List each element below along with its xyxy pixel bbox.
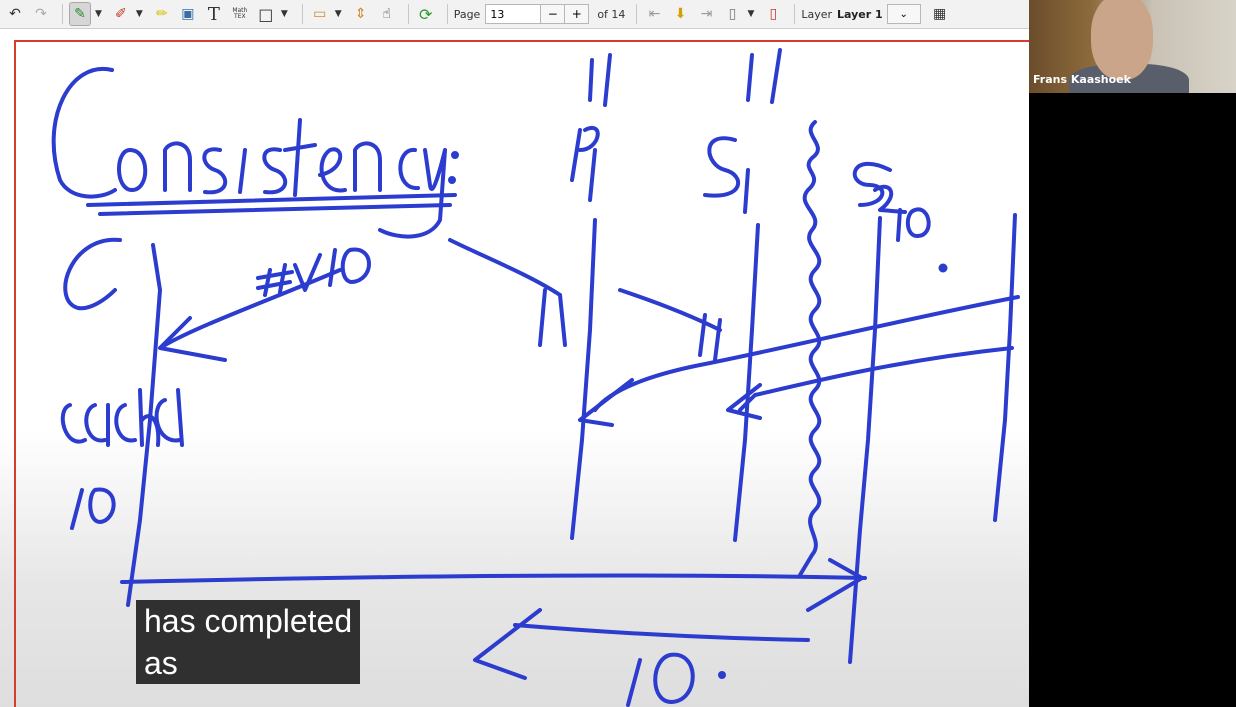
handwritten-diagram bbox=[51, 48, 1020, 707]
pen-icon[interactable]: ✎ bbox=[69, 2, 91, 26]
toolbar-separator bbox=[794, 4, 796, 24]
new-page-icon[interactable]: ▯ bbox=[728, 6, 737, 22]
refresh-icon[interactable]: ⟳ bbox=[418, 4, 433, 24]
layer-chevron-down-icon[interactable]: ⌄ bbox=[886, 4, 921, 24]
page-label: Page bbox=[453, 7, 481, 21]
vertical-space-icon[interactable]: ⇕ bbox=[354, 6, 367, 22]
video-person-head bbox=[1091, 0, 1153, 80]
video-panel-background bbox=[1101, 93, 1236, 451]
last-page-icon[interactable]: ⇥ bbox=[700, 6, 713, 22]
shape-options-chevron-down-icon[interactable]: ▼ bbox=[280, 9, 288, 19]
closed-captions: has completed as bbox=[136, 600, 361, 684]
caption-line-2: as bbox=[144, 645, 178, 681]
redo-icon[interactable]: ↷ bbox=[35, 6, 47, 22]
drawing-canvas[interactable] bbox=[0, 29, 1029, 707]
layer-label: Layer bbox=[801, 7, 833, 21]
toolbar-separator bbox=[636, 4, 638, 24]
eraser-options-chevron-down-icon[interactable]: ▼ bbox=[135, 9, 143, 19]
image-icon[interactable]: ▣ bbox=[181, 6, 195, 22]
eraser-icon[interactable]: ✐ bbox=[115, 6, 127, 22]
first-page-icon[interactable]: ⇤ bbox=[648, 6, 661, 22]
page-number-input[interactable]: 13 bbox=[485, 4, 542, 24]
toolbar-separator bbox=[446, 4, 448, 24]
select-options-chevron-down-icon[interactable]: ▼ bbox=[334, 9, 342, 19]
toolbar-separator bbox=[62, 4, 63, 24]
hand-icon[interactable]: ☝ bbox=[382, 6, 391, 22]
shape-icon[interactable]: □ bbox=[258, 4, 274, 24]
participant-name: Frans Kaashoek bbox=[1033, 73, 1131, 86]
undo-icon[interactable]: ↶ bbox=[9, 6, 21, 22]
toolbar-separator bbox=[301, 4, 303, 24]
page-total-label: of 14 bbox=[597, 7, 626, 21]
select-rect-icon[interactable]: ▭ bbox=[313, 6, 327, 22]
fullscreen-icon[interactable]: ▦ bbox=[933, 6, 947, 22]
toolbar-separator bbox=[407, 4, 409, 24]
page-decrement-button[interactable]: − bbox=[541, 4, 566, 24]
participant-video-tile[interactable]: Frans Kaashoek bbox=[1029, 0, 1236, 93]
delete-page-icon[interactable]: ▯ bbox=[769, 6, 778, 22]
new-page-options-chevron-down-icon[interactable]: ▼ bbox=[747, 9, 755, 19]
text-icon[interactable]: T bbox=[207, 3, 220, 25]
page-increment-button[interactable]: + bbox=[565, 4, 590, 24]
layer-select-value[interactable]: Layer 1 bbox=[837, 7, 883, 21]
pen-options-chevron-down-icon[interactable]: ▼ bbox=[95, 9, 102, 19]
goto-page-icon[interactable]: ⬇ bbox=[674, 6, 687, 22]
page-border bbox=[14, 40, 1029, 707]
caption-line-1: has completed bbox=[144, 603, 353, 639]
highlighter-icon[interactable]: ✏ bbox=[155, 6, 168, 22]
math-tex-icon[interactable]: Math TEX bbox=[232, 7, 248, 20]
xournal-toolbar: ↶ ↷ ✎ ▼ ✐ ▼ ✏ ▣ T Math TEX □ ▼ ▭ ▼ ⇕ ☝ ⟳… bbox=[0, 0, 1029, 29]
